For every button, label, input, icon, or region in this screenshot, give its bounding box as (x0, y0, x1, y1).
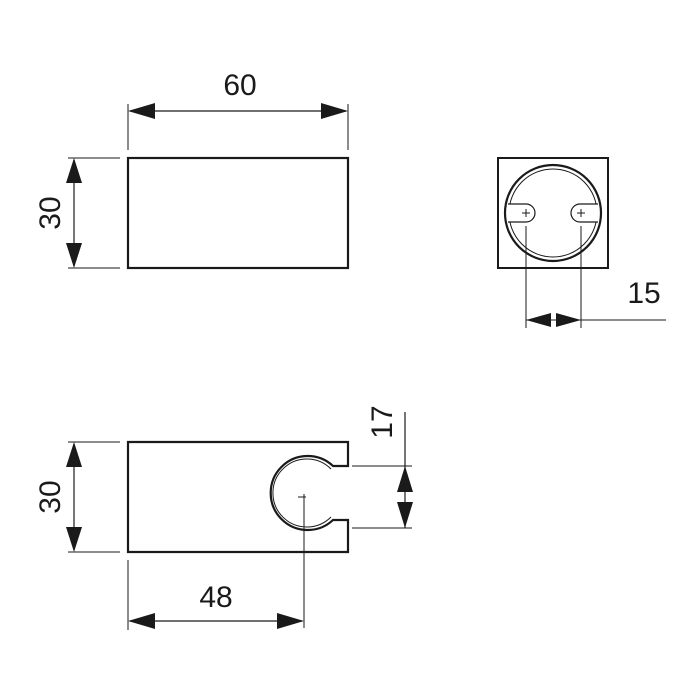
center-offset-label: 48 (199, 581, 232, 614)
dimension-center-offset-48: 48 (127, 560, 304, 630)
front-view-body (497, 157, 609, 269)
height-label: 30 (34, 196, 67, 229)
mount-ring-outer (503, 163, 603, 263)
side-height-label: 30 (34, 480, 67, 513)
dimension-hole-spacing-15: 15 (525, 226, 666, 328)
front-view: 15 (497, 157, 666, 328)
width-label: 60 (223, 69, 256, 102)
top-view: 60 30 (34, 69, 350, 270)
c-opening-inner-line (272, 458, 332, 528)
hole-spacing-label: 15 (627, 277, 660, 310)
dimension-opening-17: 17 (352, 405, 413, 529)
dimension-height-30-top: 30 (34, 157, 120, 269)
opening-label: 17 (366, 405, 399, 438)
side-view: 30 48 17 (34, 405, 413, 630)
dimension-height-30-side: 30 (34, 441, 120, 553)
top-view-body (126, 156, 350, 270)
side-view-body (126, 440, 350, 554)
screw-slot-left (508, 203, 536, 223)
dimension-width-60: 60 (127, 69, 349, 150)
